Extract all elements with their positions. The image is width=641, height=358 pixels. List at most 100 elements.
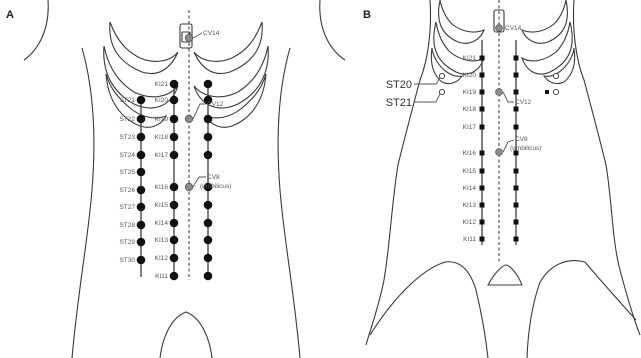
label-ki21: KI21 (155, 81, 169, 88)
point-cv12 (185, 115, 193, 123)
label-ki17: KI17 (463, 124, 477, 131)
label-ki12: KI12 (463, 219, 477, 226)
point-ki18-right (204, 133, 213, 142)
point-cv8 (185, 183, 193, 191)
point-ki20-right (514, 73, 519, 78)
point-ki19-right (204, 115, 213, 124)
point-st21-right (553, 89, 558, 94)
point-cv12 (496, 89, 503, 96)
point-st20-right (553, 73, 558, 78)
point-st29 (137, 238, 146, 247)
label-cv8: CV8 (207, 174, 220, 181)
label-st20: ST20 (386, 79, 412, 91)
label-ki20: KI20 (155, 97, 169, 104)
label-cv12: CV12 (207, 101, 224, 108)
point-st30 (137, 256, 146, 265)
point-ki20 (170, 96, 179, 105)
point-ki17-right (514, 125, 519, 130)
label-st25: ST25 (119, 169, 135, 176)
animal-torso-outline (366, 0, 640, 358)
label-st21: ST21 (119, 97, 135, 104)
point-cv14 (496, 25, 503, 32)
label-ki13: KI13 (463, 202, 477, 209)
point-ki14-right (204, 219, 213, 228)
label-ki19: KI19 (155, 116, 169, 123)
label-st21: ST21 (386, 97, 412, 109)
point-ki17 (170, 151, 179, 160)
label-st29: ST29 (119, 239, 135, 246)
point-st25 (137, 168, 146, 177)
panel-a-letter: A (6, 9, 14, 21)
point-cv14 (185, 34, 193, 42)
panel-b-stomach-points (414, 73, 559, 102)
point-ki18 (480, 107, 485, 112)
point-ki19-right (514, 90, 519, 95)
label-umbilicus: (umbilicus) (510, 145, 541, 152)
label-ki19: KI19 (463, 89, 477, 96)
animal-ribcage (431, 0, 574, 84)
point-ki15-right (204, 201, 213, 210)
label-umbilicus: (umbilicus) (200, 183, 231, 190)
point-ki18-right (514, 107, 519, 112)
point-ki21-right (204, 80, 213, 89)
panel-b-letter: B (363, 9, 371, 21)
label-ki13: KI13 (155, 237, 169, 244)
point-ki14-right (514, 186, 519, 191)
label-st27: ST27 (119, 204, 135, 211)
point-ki11-right (514, 237, 519, 242)
point-st24 (137, 151, 146, 160)
label-ki14: KI14 (155, 220, 169, 227)
point-ki19 (480, 90, 485, 95)
point-st26 (137, 186, 146, 195)
label-ki11: KI11 (155, 273, 168, 280)
point-ki15 (170, 201, 179, 210)
point-ki20 (480, 73, 485, 78)
point-ki16 (170, 183, 179, 192)
label-cv12: CV12 (515, 99, 532, 106)
point-ki17 (480, 125, 485, 130)
panel-a-cv-points (185, 33, 206, 191)
point-st21 (439, 89, 444, 94)
point-cv8 (496, 149, 503, 156)
label-ki18: KI18 (463, 106, 477, 113)
label-ki14: KI14 (463, 185, 477, 192)
point-ki13 (480, 203, 485, 208)
point-ki19 (170, 115, 179, 124)
label-cv14: CV14 (203, 30, 220, 37)
point-ki21 (170, 80, 179, 89)
point-st23 (137, 133, 146, 142)
point-ki13-right (204, 236, 213, 245)
label-st26: ST26 (119, 187, 135, 194)
point-ki13 (170, 236, 179, 245)
label-ki16: KI16 (155, 184, 169, 191)
label-ki15: KI15 (463, 168, 477, 175)
point-st28 (137, 221, 146, 230)
point-st27 (137, 203, 146, 212)
point-st21-marker-right (545, 90, 549, 94)
point-ki13-right (514, 203, 519, 208)
point-ki17-right (204, 151, 213, 160)
label-ki21: KI21 (463, 55, 477, 62)
label-ki12: KI12 (155, 255, 169, 262)
point-ki15 (480, 169, 485, 174)
label-ki17: KI17 (155, 152, 169, 159)
point-ki12-right (514, 220, 519, 225)
point-ki12 (480, 220, 485, 225)
point-ki21-right (514, 56, 519, 61)
point-ki14 (170, 219, 179, 228)
human-torso-outline (24, 0, 345, 358)
label-cv8: CV8 (515, 136, 528, 143)
point-ki15-right (514, 169, 519, 174)
panel-b: B (363, 0, 640, 358)
label-ki15: KI15 (155, 202, 169, 209)
point-ki11-right (204, 272, 213, 281)
label-ki20: KI20 (463, 72, 477, 79)
panel-b-cv-points (496, 25, 515, 156)
point-ki12-right (204, 254, 213, 263)
point-st21 (137, 96, 146, 105)
label-ki18: KI18 (155, 134, 169, 141)
label-ki16: KI16 (463, 150, 477, 157)
label-st24: ST24 (119, 152, 135, 159)
point-ki11 (170, 272, 179, 281)
